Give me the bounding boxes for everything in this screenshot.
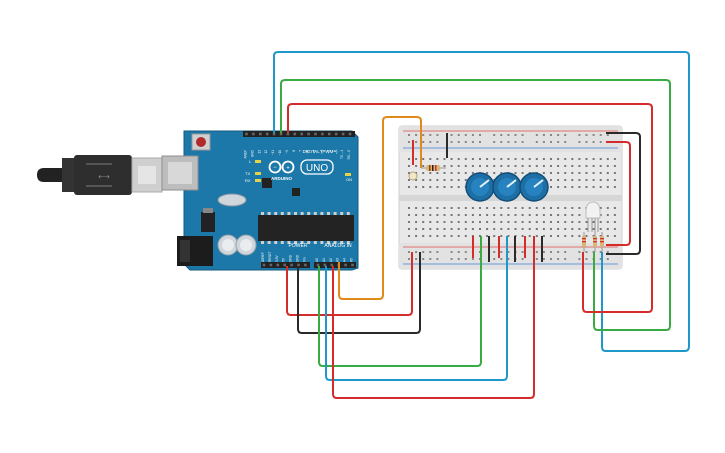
pin-label: A1 <box>322 258 326 262</box>
resistor-led-3[interactable] <box>600 232 604 252</box>
pin-label: ~3 <box>326 150 330 154</box>
label-digital: DIGITAL (PWM~) <box>303 149 338 154</box>
pin-label: A0 <box>315 258 319 262</box>
pin-label: 2 <box>333 150 337 152</box>
label-l: L <box>249 159 252 164</box>
brand-text: ARDUINO <box>271 176 292 181</box>
svg-text:+: + <box>286 166 290 172</box>
atmega-chip <box>258 212 354 244</box>
wire-blue-a1[interactable] <box>325 236 508 381</box>
pin-label: GND <box>289 254 293 262</box>
wire-green-a0[interactable] <box>318 236 482 367</box>
potentiometer-1[interactable] <box>465 172 495 202</box>
label-on: ON <box>346 177 352 182</box>
capacitor-2 <box>235 234 257 256</box>
pin-label: A3 <box>336 258 340 262</box>
model-text: UNO <box>306 163 328 174</box>
photoresistor[interactable] <box>408 171 418 181</box>
pin-label: ~9 <box>285 150 289 154</box>
pin-label: TX→1 <box>340 150 344 159</box>
label-tx: TX <box>245 171 250 176</box>
pin-label: AREF <box>244 150 248 159</box>
resistor-led-2[interactable] <box>593 232 597 252</box>
wire-black-rail[interactable] <box>606 132 641 255</box>
pin-label: ~11 <box>271 150 275 155</box>
pin-label: 7 <box>299 150 303 152</box>
pin-label: 3.3V <box>275 255 279 262</box>
pin-label: GND <box>296 254 300 262</box>
pin-label: 4 <box>319 150 323 152</box>
pin-label: ~10 <box>278 150 282 156</box>
wire-blue-top[interactable] <box>273 51 690 352</box>
potentiometer-3[interactable] <box>519 172 549 202</box>
wire-red-power[interactable] <box>286 252 413 316</box>
wire-black-gnd[interactable] <box>297 252 421 334</box>
pin-label: A2 <box>329 258 333 262</box>
resistor-led-1[interactable] <box>582 232 586 252</box>
arduino-logo: − + ARDUINO <box>268 160 295 181</box>
pin-label: IOREF <box>261 252 265 262</box>
pin-label: A4 <box>343 258 347 262</box>
svg-text:⟷: ⟷ <box>98 172 110 181</box>
uno-badge: UNO <box>300 159 334 175</box>
pin-label: A5 <box>350 258 354 262</box>
pin-label: ~5 <box>313 150 317 154</box>
rgb-led[interactable] <box>585 201 601 232</box>
wire-red-top[interactable] <box>287 103 653 313</box>
label-analog-in: ANALOG IN <box>324 243 352 249</box>
wire-red-rail[interactable] <box>606 141 631 246</box>
pin-label: 12 <box>264 150 268 154</box>
analog-header[interactable] <box>314 262 356 268</box>
pin-label: RESET <box>268 251 272 262</box>
pin-label: Vin <box>302 257 306 262</box>
usb-cable[interactable]: ⟷ <box>37 155 163 195</box>
svg-text:−: − <box>273 165 277 171</box>
pin-label: 13 <box>257 150 261 154</box>
label-power: POWER <box>289 243 308 249</box>
pin-label: RX←0 <box>347 150 351 160</box>
label-rx: RX <box>245 178 251 183</box>
potentiometer-2[interactable] <box>492 172 522 202</box>
pin-label: 8 <box>292 150 296 152</box>
capacitor-1 <box>217 234 239 256</box>
resistor-top[interactable] <box>421 165 446 171</box>
pin-label: GND <box>250 149 254 157</box>
pin-label: ~6 <box>306 150 310 154</box>
pin-label: 5V <box>282 257 286 262</box>
wire-red-a2[interactable] <box>332 236 535 399</box>
reset-button[interactable] <box>191 133 211 151</box>
digital-header[interactable] <box>243 131 355 137</box>
wire-orange[interactable] <box>338 116 422 300</box>
wire-green-top[interactable] <box>280 79 671 331</box>
